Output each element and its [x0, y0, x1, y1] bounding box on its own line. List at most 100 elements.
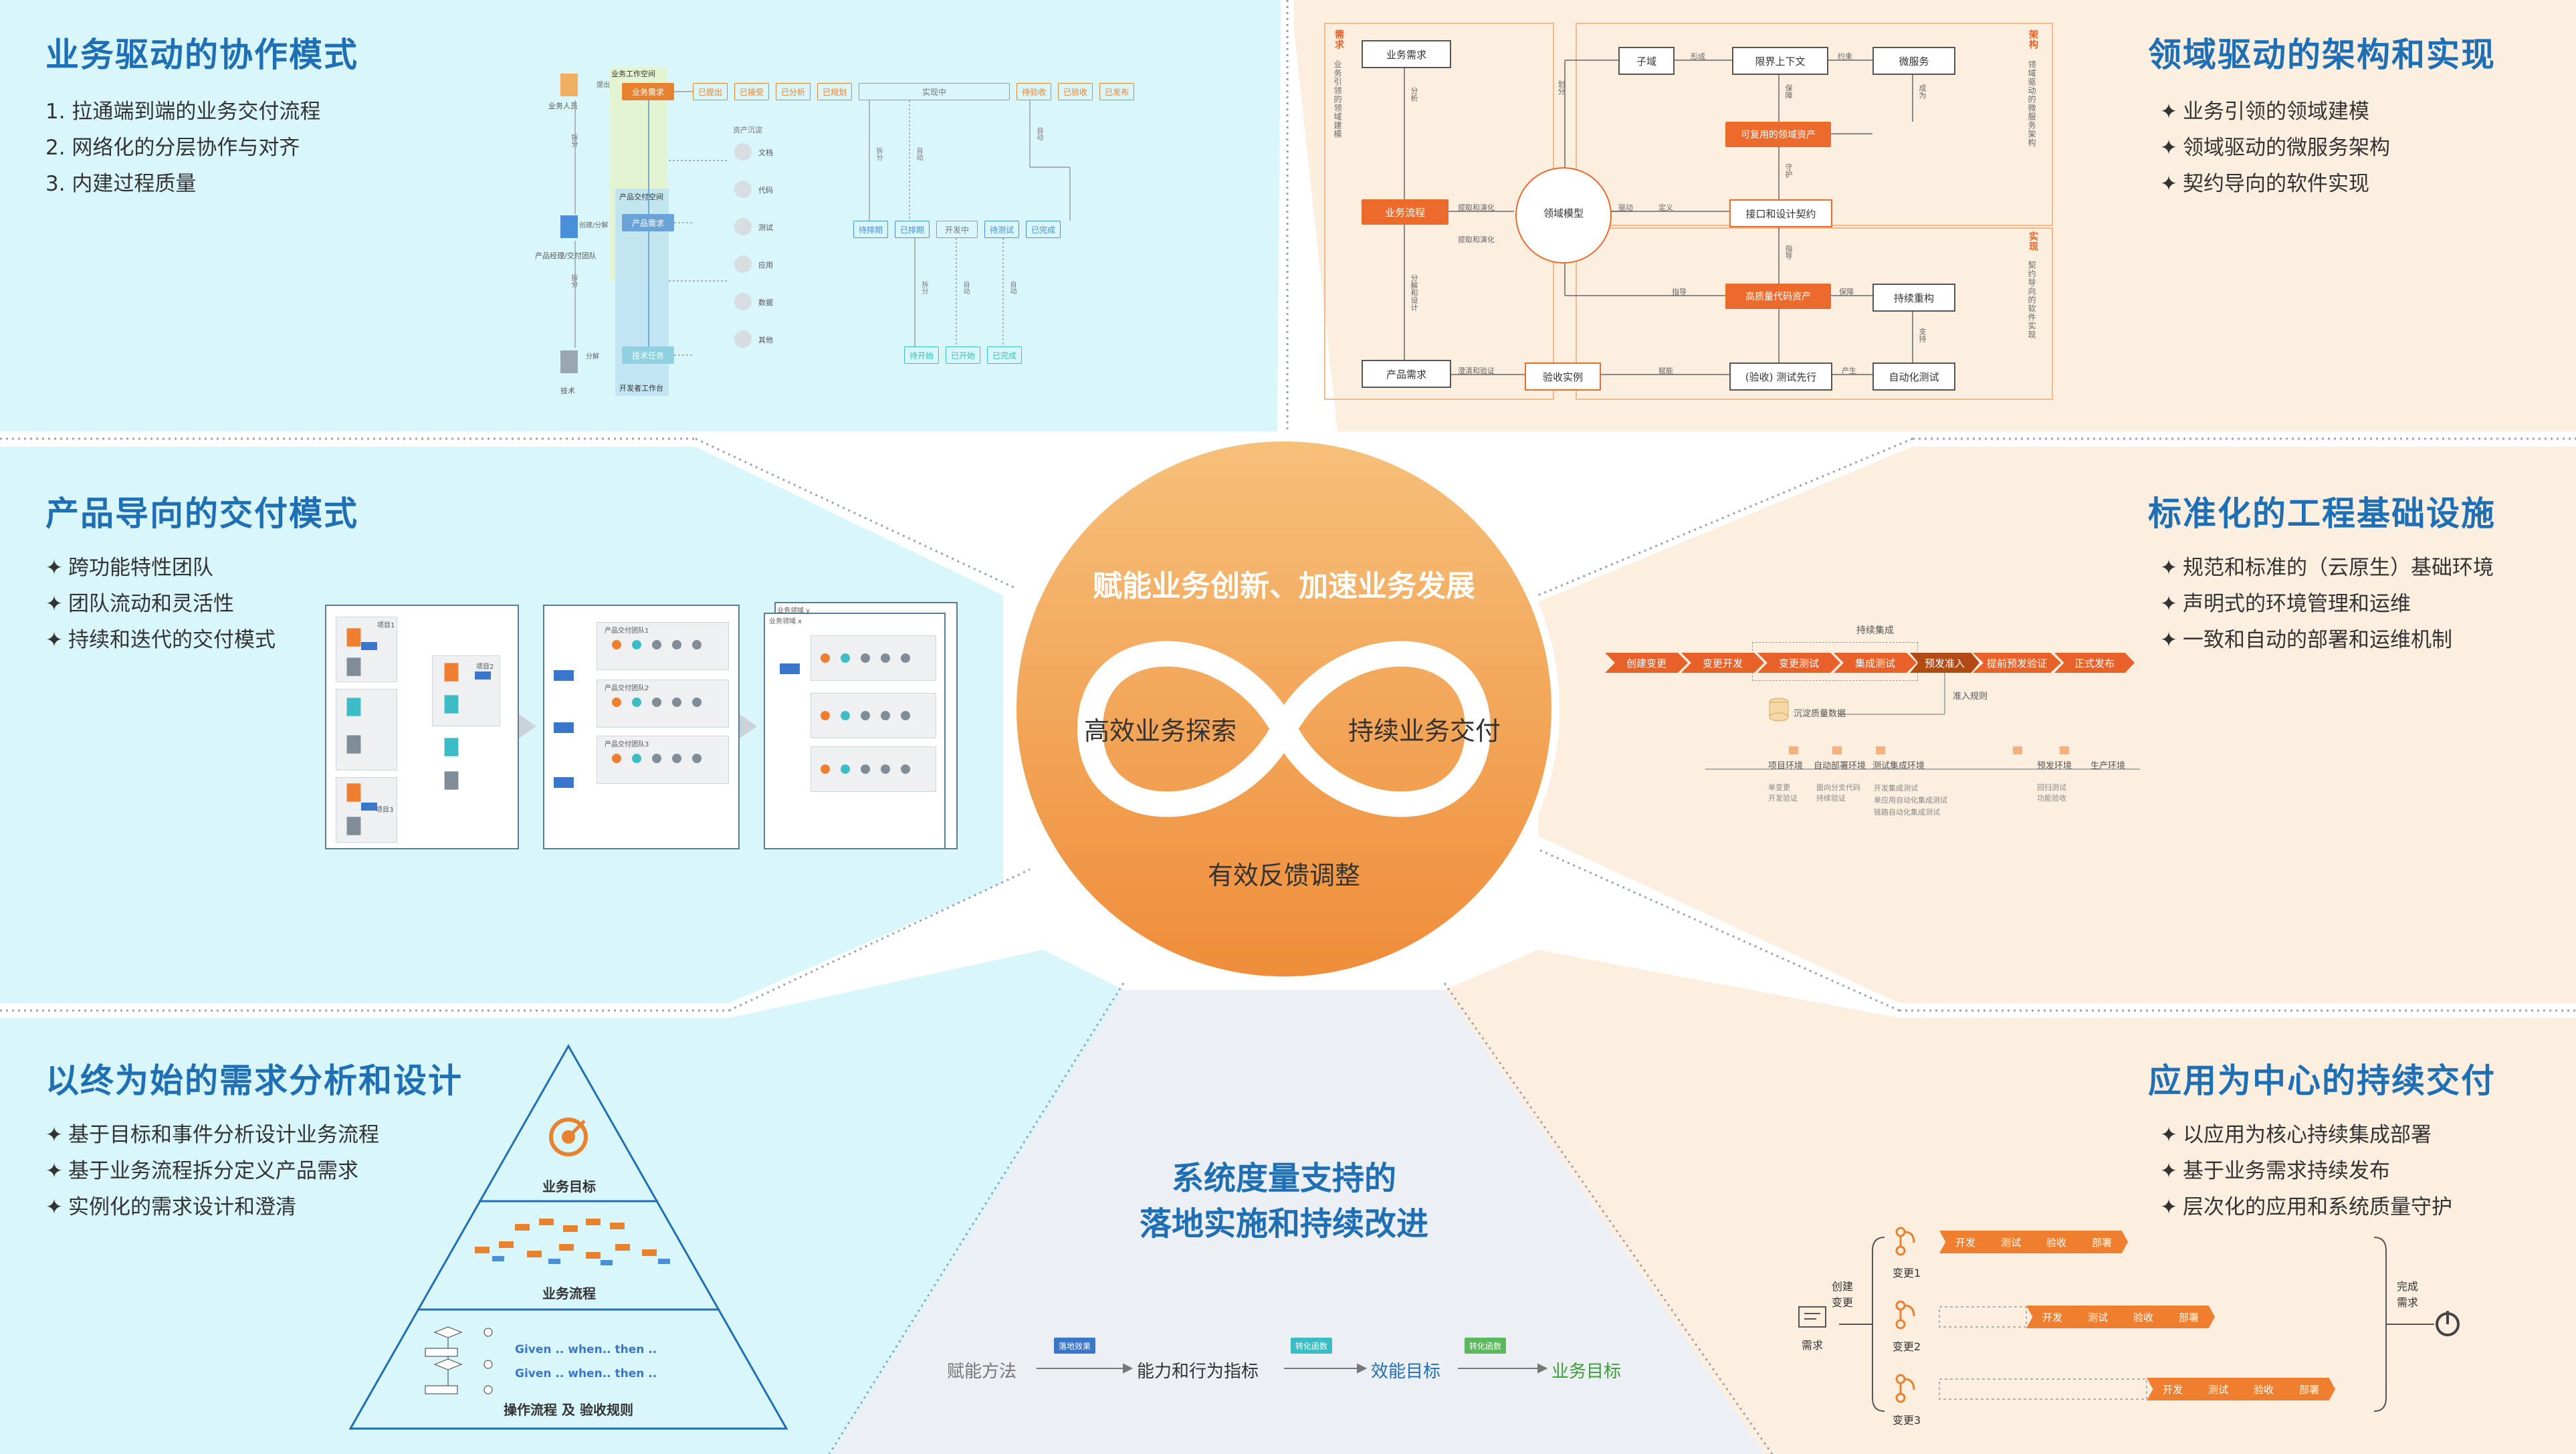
center-left-loop-label: 高效业务探索 [1083, 716, 1237, 746]
env-label: 自动部署环境 [1814, 761, 1866, 771]
chain-node: 业务目标 [1551, 1362, 1622, 1382]
refactor-node: 持续重构 [1872, 284, 1955, 312]
chain-node: 能力和行为指标 [1137, 1362, 1259, 1382]
state-tag: 待排期 [853, 221, 888, 238]
state-tag: 待开始 [904, 346, 939, 364]
cd-stage: 部署 [2283, 1378, 2335, 1400]
asset-label: 应用 [758, 261, 773, 270]
collab-title: 业务驱动的协作模式 [45, 35, 358, 74]
biz-person-icon [560, 74, 578, 96]
biz-flow-node: 业务流程 [1362, 199, 1448, 225]
pd-team-label: 产品交付团队2 [605, 685, 649, 692]
change-label: 变更2 [1893, 1340, 1921, 1353]
team-member-icon [346, 698, 361, 716]
cd-stage: 开发 [2147, 1378, 2199, 1400]
asset-label: 数据 [758, 298, 773, 307]
chain-node: 赋能方法 [947, 1362, 1017, 1382]
edge-label: 澄清和验证 [1458, 367, 1495, 375]
cd-stage: 开发 [1939, 1231, 1992, 1253]
biz-req-node: 业务需求 [1362, 40, 1451, 68]
accept-case-node: 验收实例 [1525, 362, 1601, 391]
tech-person-icon [560, 350, 578, 373]
project-card [336, 777, 397, 843]
edge-label: 定义 [1658, 203, 1673, 212]
dev-space-label: 开发者工作台 [619, 384, 663, 393]
app-cd-diagram: 需求 创建 变更 完成 需求 变更1 变更2 变更3 开发 测试 验收 部署 开… [1772, 1224, 2481, 1431]
level-label-goal: 业务目标 [542, 1178, 596, 1195]
state-tag: 已规划 [817, 83, 852, 100]
connector-label: 自动 [915, 147, 922, 161]
pyramid-outline [348, 1043, 788, 1430]
pipeline-step: 预发准入 [1910, 653, 1979, 673]
app-cd-title: 应用为中心的持续交付 [2148, 1061, 2496, 1100]
project-label: 项目2 [476, 663, 494, 671]
ddd-list: ✦业务引领的领域建模 ✦领域驱动的微服务架构 ✦契约导向的软件实现 [2160, 94, 2390, 202]
asset-circle [734, 143, 752, 161]
cd-stage: 验收 [2117, 1306, 2169, 1328]
pd-team-card [811, 693, 936, 738]
connector-label: 自动 [1008, 281, 1016, 294]
product-item: ✦团队流动和灵活性 [45, 592, 234, 616]
prod-req-box: 产品需求 [622, 214, 674, 231]
team-member-icon [346, 783, 361, 802]
flow-label: 创建/分解 [579, 222, 609, 229]
edge-label: 指导 [1672, 288, 1687, 296]
collab-list: 1. 拉通端到端的业务交付流程 2. 网络化的分层协作与对齐 3. 内建过程质量 [45, 94, 320, 202]
env-note: 开发集成测试单应用自动化集成测试链路自动化集成测试 [1874, 784, 1947, 817]
product-list: ✦跨功能特性团队 ✦团队流动和灵活性 ✦持续和迭代的交付模式 [45, 550, 276, 658]
pd-team-card [811, 635, 936, 681]
pipeline-step: 变更开发 [1681, 653, 1764, 673]
interface-node: 接口和设计契约 [1729, 199, 1832, 227]
gwt-rule: Given .. when.. then .. [515, 1343, 657, 1356]
edge-label: 产生 [1842, 367, 1856, 375]
tech-task-box: 技术任务 [622, 346, 674, 364]
top-state-row: 已提出 已接受 已分析 已规划 实现中 待验收 已验收 已发布 [693, 83, 1134, 100]
impl-side-title: 实现 [2028, 231, 2038, 251]
pipeline-step: 变更测试 [1757, 653, 1840, 673]
project-card [336, 689, 397, 770]
ddd-item: ✦业务引领的领域建模 [2160, 100, 2369, 124]
team-member-icon [346, 657, 361, 676]
role-tech: 技术 [560, 387, 575, 395]
cd-stage: 开发 [2026, 1306, 2078, 1328]
state-tag: 已排期 [895, 221, 930, 238]
bot-state-row: 待开始 已开始 已完成 [904, 346, 1038, 364]
state-tag: 已开始 [946, 346, 980, 364]
connector-label: 自动 [962, 281, 969, 294]
impl-frame [1576, 227, 2053, 400]
domain-model-label: 领域模型 [1543, 207, 1584, 219]
metrics-chain: 赋能方法 能力和行为指标 效能目标 业务目标 落地效果 转化函数 转化函数 [936, 1338, 1638, 1391]
chain-arrow-label: 落地效果 [1054, 1338, 1095, 1354]
ddd-connectors [1404, 60, 1913, 375]
edge-label: 成为 [1918, 84, 1927, 99]
state-tag: 开发中 [936, 221, 978, 238]
env-label: 生产环境 [2090, 761, 2126, 771]
role-biz: 业务人员 [548, 102, 578, 110]
state-tag: 已提出 [693, 83, 728, 100]
product-item: ✦持续和迭代的交付模式 [45, 628, 276, 652]
team-member-icon [444, 663, 459, 682]
edge-label: 驱动 [1618, 203, 1633, 212]
connector-label: 拆分 [875, 147, 882, 161]
chain-arrow-label: 转化函数 [1465, 1338, 1506, 1354]
asset-label: 文档 [758, 148, 773, 157]
ci-label: 持续集成 [1856, 625, 1894, 636]
auto-test-node: 自动化测试 [1872, 362, 1955, 391]
collab-diagram: 业务工作空间 产品交付空间 开发者工作台 业务需求 产品需求 技术任务 业务人员… [535, 60, 1204, 408]
app-cd-item: ✦层次化的应用和系统质量守护 [2160, 1195, 2452, 1219]
biz-req-box: 业务需求 [622, 83, 674, 100]
arch-side-title: 架构 [2028, 29, 2038, 49]
edge-label: 分解和设计 [1410, 274, 1418, 311]
state-tag: 待验收 [1016, 83, 1051, 100]
change-label: 变更3 [1893, 1414, 1921, 1427]
infra-connectors [1705, 673, 2140, 770]
team-member-icon [346, 628, 361, 647]
center-circle [1008, 433, 1560, 984]
domain-label: 业务领域 y [777, 607, 811, 615]
product-people [361, 640, 910, 811]
req-design-item: ✦实例化的需求设计和澄清 [45, 1195, 296, 1219]
team-member-icon [346, 735, 361, 754]
metrics-title-1: 系统度量支持的 [1171, 1160, 1396, 1197]
env-label: 测试集成环境 [1872, 761, 1925, 771]
